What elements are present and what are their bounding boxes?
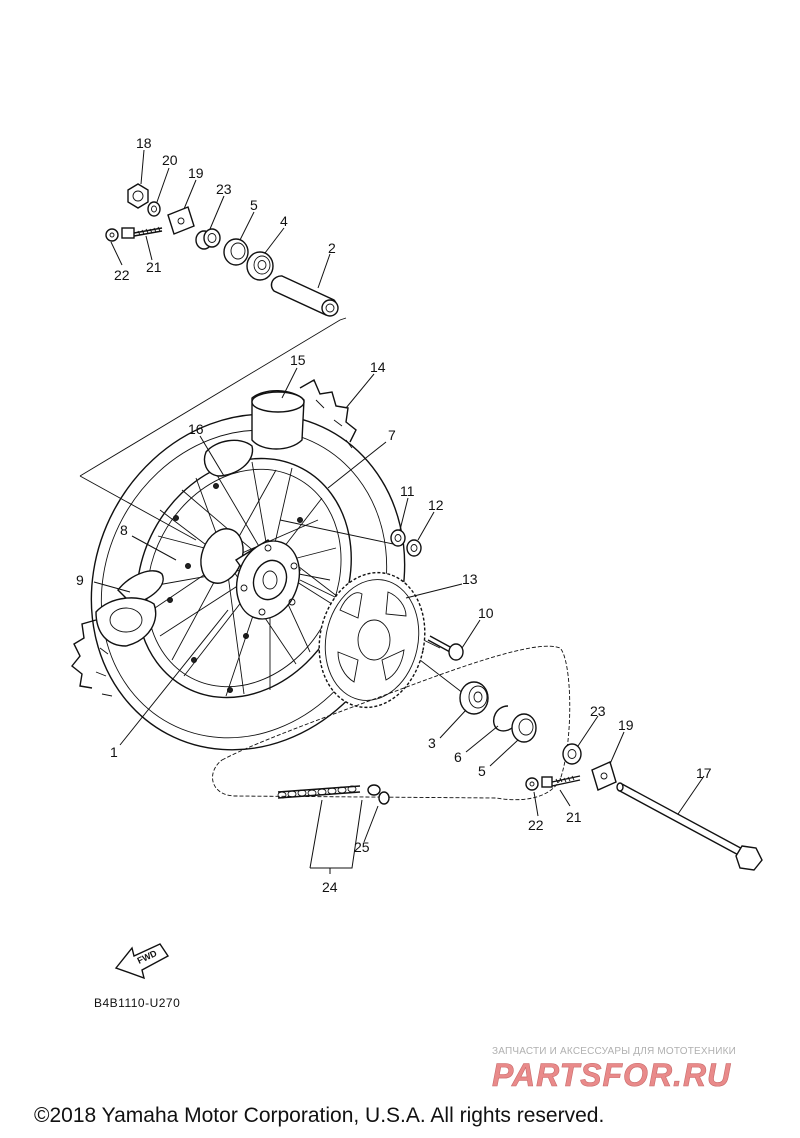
rim-lock-16 [203, 439, 254, 477]
adjusting-bolt-21-top [121, 226, 163, 239]
callout-6: 6 [454, 749, 462, 765]
callout-1: 1 [110, 744, 118, 760]
top-hardware-group [105, 149, 339, 317]
callout-2: 2 [328, 240, 336, 256]
callout-13: 13 [462, 571, 478, 587]
sprocket-bolt-10 [427, 635, 464, 661]
fwd-arrow-icon: FWD [114, 943, 170, 980]
oil-seal-5-top [223, 238, 249, 266]
master-link-25 [367, 784, 390, 805]
callout-21-top: 21 [146, 259, 162, 275]
oil-seal-5-bottom [511, 713, 537, 743]
callout-23-top: 23 [216, 181, 232, 197]
callout-8: 8 [120, 522, 128, 538]
callout-24: 24 [322, 879, 338, 895]
callout-5-top: 5 [250, 197, 258, 213]
callout-19-bottom: 19 [618, 717, 634, 733]
watermark-logo-text: PARTSFOR.RU [492, 1058, 731, 1092]
callout-9: 9 [76, 572, 84, 588]
callout-19-top: 19 [188, 165, 204, 181]
bearing-4 [246, 251, 274, 281]
adjuster-plate-19 [167, 206, 195, 235]
sprocket-13 [318, 571, 426, 709]
callout-11: 11 [400, 483, 415, 499]
sprocket-washer-11 [390, 529, 406, 547]
washer-22-top [105, 228, 119, 242]
diagram-code: B4B1110-U270 [94, 996, 181, 1010]
axle-17 [616, 782, 763, 871]
callout-21-bottom: 21 [566, 809, 582, 825]
drive-chain [212, 645, 571, 874]
tube-15 [251, 390, 305, 450]
watermark-tagline: ЗАПЧАСТИ И АКСЕССУАРЫ ДЛЯ МОТОТЕХНИКИ [492, 1046, 737, 1057]
hub-1 [200, 528, 301, 620]
callout-18: 18 [136, 135, 152, 151]
washer-20 [147, 201, 161, 217]
callout-17: 17 [696, 765, 712, 781]
bearing-3 [459, 681, 489, 715]
callout-20: 20 [162, 152, 178, 168]
sprocket-nut-12 [406, 539, 422, 557]
rear-wheel [71, 367, 406, 751]
callout-15: 15 [290, 352, 306, 368]
callout-4: 4 [280, 213, 288, 229]
callout-labels: 18 20 19 23 5 4 2 22 21 15 14 16 7 11 12… [76, 135, 712, 895]
nut-18 [127, 183, 149, 209]
callout-22-top: 22 [114, 267, 130, 283]
collar-23-top [195, 228, 221, 250]
callout-12: 12 [428, 497, 444, 513]
callout-14: 14 [370, 359, 386, 375]
callout-22-bottom: 22 [528, 817, 544, 833]
callout-5-bottom: 5 [478, 763, 486, 779]
callout-16: 16 [188, 421, 204, 437]
callout-3: 3 [428, 735, 436, 751]
callout-10: 10 [478, 605, 494, 621]
callout-23-bottom: 23 [590, 703, 606, 719]
spoke-nipples [167, 483, 303, 693]
rim-band-9 [95, 570, 164, 647]
callout-25: 25 [354, 839, 370, 855]
adjusting-bolt-21-bottom [541, 775, 581, 788]
spacer-2 [270, 275, 339, 317]
collar-23-bottom [562, 743, 582, 765]
chain-links-24 [277, 785, 361, 799]
washer-22-bottom [525, 777, 539, 791]
watermark-logo: PARTSFOR.RU [492, 1058, 731, 1092]
adjuster-plate-19-bottom [591, 761, 617, 791]
copyright-notice: ©2018 Yamaha Motor Corporation, U.S.A. A… [34, 1104, 605, 1127]
callout-7: 7 [388, 427, 396, 443]
right-hardware-group [525, 715, 763, 871]
